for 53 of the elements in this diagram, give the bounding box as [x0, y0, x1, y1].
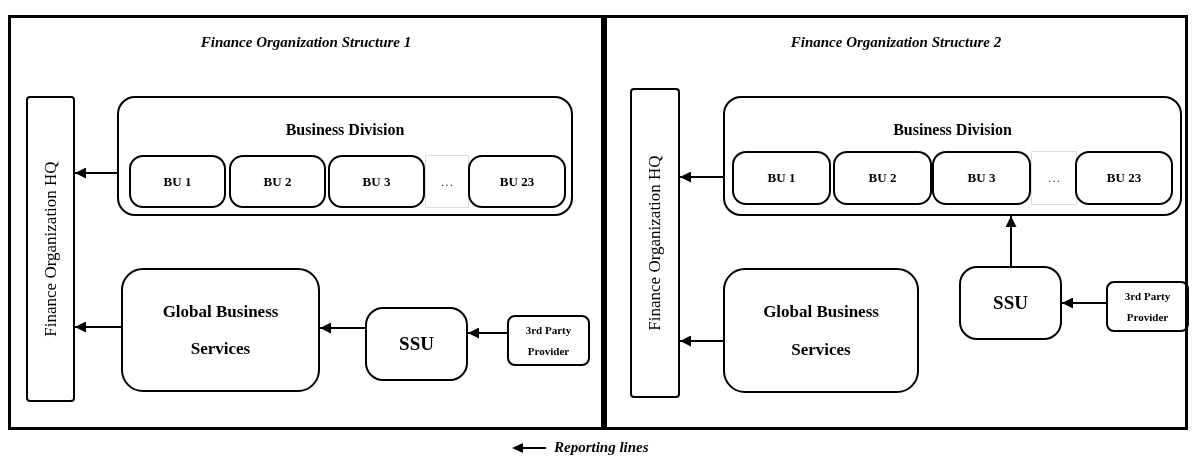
unit-box: [1075, 151, 1173, 205]
hq-bar: [630, 88, 680, 398]
box-label: 3rd Party Provider: [524, 322, 573, 359]
box-label: BU 23: [1105, 170, 1143, 186]
box-label: 3rd Party Provider: [1123, 288, 1172, 325]
box-label: BU 23: [498, 173, 536, 190]
unit-box: [833, 151, 932, 205]
box-label: SSU: [398, 332, 435, 356]
panel-frame: [604, 15, 1188, 430]
services-box: [121, 268, 320, 392]
box-label: SSU: [992, 291, 1029, 315]
box-label: Global Business Services: [762, 301, 880, 361]
hq-label: Finance Organization HQ: [645, 155, 665, 331]
box-label: BU 3: [966, 170, 997, 186]
reporting-arrow: [467, 327, 508, 339]
provider-box: [1106, 281, 1189, 332]
unit-box: [468, 155, 566, 208]
panel-frame: [8, 15, 604, 430]
box-label: Business Division: [892, 120, 1013, 140]
ellipsis: …: [439, 173, 455, 190]
division-box: [723, 96, 1182, 216]
unit-box: [328, 155, 425, 208]
box-label: BU 2: [262, 173, 293, 190]
unit-box: [732, 151, 831, 205]
ssu-box: [365, 307, 468, 381]
reporting-arrow: [679, 171, 724, 183]
ellipsis-box: [1031, 151, 1077, 205]
ssu-box: [959, 266, 1062, 340]
division-box: [117, 96, 573, 216]
provider-box: [507, 315, 590, 366]
reporting-arrow: [319, 322, 366, 334]
panel-title: Finance Organization Structure 2: [790, 34, 1002, 51]
box-label: BU 1: [766, 170, 797, 186]
reporting-arrow: [74, 167, 118, 179]
box-label: Business Division: [284, 120, 406, 140]
services-box: [723, 268, 919, 393]
reporting-arrow: [74, 321, 122, 333]
box-label: Global Business Services: [161, 300, 280, 360]
unit-box: [229, 155, 326, 208]
hq-bar: [26, 96, 75, 402]
box-label: BU 2: [867, 170, 898, 186]
unit-box: [932, 151, 1031, 205]
hq-label: Finance Organization HQ: [40, 161, 61, 337]
panel-title: Finance Organization Structure 1: [200, 34, 412, 51]
ellipsis-box: [425, 155, 469, 208]
legend-label: Reporting lines: [554, 439, 649, 456]
box-label: BU 3: [361, 173, 392, 190]
unit-box: [129, 155, 226, 208]
reporting-arrow: [679, 335, 724, 347]
box-label: BU 1: [162, 173, 193, 190]
reporting-arrow: [1005, 215, 1017, 267]
reporting-arrow: [1061, 297, 1107, 309]
ellipsis: …: [1046, 170, 1062, 186]
